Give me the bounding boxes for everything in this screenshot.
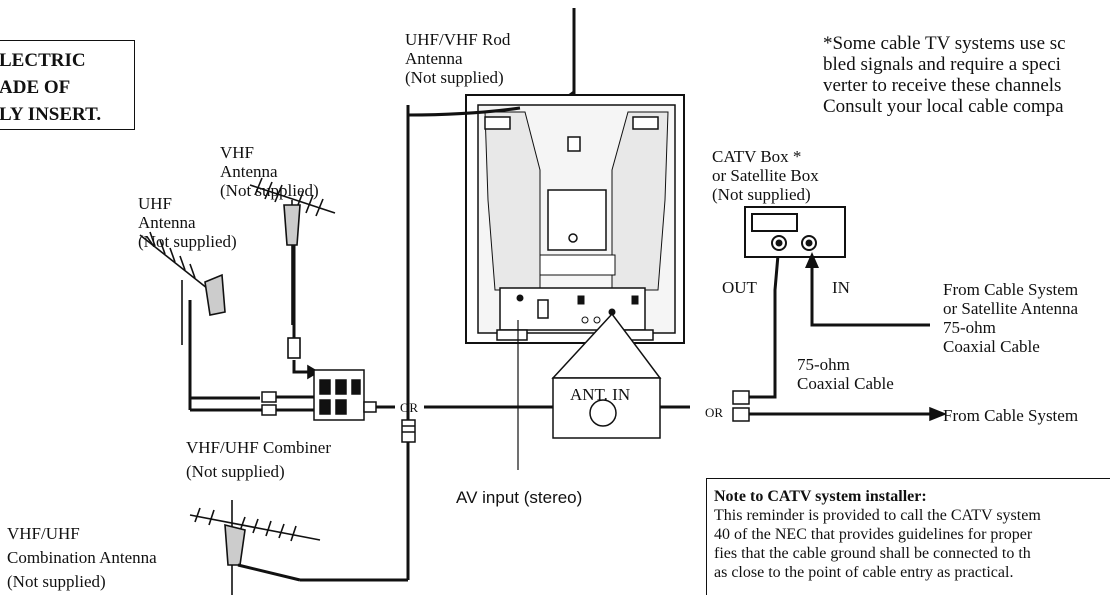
vhf-antenna-label: VHF Antenna (Not supplied) [220, 143, 319, 200]
catv-in-arrow [805, 252, 819, 268]
label-line: VHF/UHF Combiner [186, 438, 331, 457]
tv-rear-panel-icon [465, 94, 685, 344]
label-line: or Satellite Box [712, 166, 819, 185]
av-input-label: AV input (stereo) [456, 488, 583, 507]
coax-75-label: 75-ohm Coaxial Cable [797, 355, 894, 393]
note-line: *Some cable TV systems use sc [823, 33, 1066, 54]
scrambled-signal-note: *Some cable TV systems use sc bled signa… [823, 33, 1066, 117]
label-line: From Cable System [943, 280, 1079, 299]
label-line: Coaxial Cable [797, 374, 894, 393]
label-line: 75-ohm [943, 318, 996, 337]
label-line: (Not supplied) [7, 572, 106, 591]
warning-box: LECTRIC ADE OF LY INSERT. [0, 40, 135, 130]
label-line: (Not supplied) [220, 181, 319, 200]
from-cable-system-label: From Cable System [943, 406, 1079, 425]
uhf-antenna-icon [139, 231, 265, 412]
label-line: Antenna [138, 213, 196, 232]
installer-note-line: 40 of the NEC that provides guidelines f… [714, 526, 1033, 543]
warning-line: LY INSERT. [0, 104, 102, 125]
label-line: UHF/VHF Rod [405, 30, 511, 49]
label-line: VHF/UHF [7, 524, 80, 543]
label-line: (Not supplied) [186, 462, 285, 481]
in-label: IN [832, 278, 850, 297]
or-left-label: OR [400, 400, 419, 415]
rod-antenna-cable [407, 106, 521, 117]
label-line: Antenna [220, 162, 278, 181]
installer-note-title: Note to CATV system installer: [714, 488, 927, 505]
label-line: 75-ohm [797, 355, 850, 374]
catv-box-label: CATV Box * or Satellite Box (Not supplie… [712, 147, 819, 204]
label-line: Combination Antenna [7, 548, 157, 567]
label-line: VHF [220, 143, 255, 162]
coax-connectors-right [732, 390, 948, 422]
catv-in-cable [810, 265, 930, 327]
installer-note-box: Note to CATV system installer: This remi… [706, 478, 1110, 595]
rod-antenna-label: UHF/VHF Rod Antenna (Not supplied) [405, 30, 510, 87]
catv-out-cable [765, 254, 780, 399]
coax-cables [300, 105, 690, 582]
uhf-antenna-label: UHF Antenna (Not supplied) [138, 194, 237, 251]
label-line: CATV Box * [712, 147, 802, 166]
label-line: (Not supplied) [138, 232, 237, 251]
label-line: UHF [138, 194, 173, 213]
note-line: verter to receive these channels [823, 75, 1062, 96]
label-line: Antenna [405, 49, 463, 68]
or-right-label: OR [705, 405, 724, 420]
label-line: Coaxial Cable [943, 337, 1040, 356]
out-label: OUT [722, 278, 757, 297]
label-line: (Not supplied) [712, 185, 811, 204]
installer-note-line: fies that the cable ground shall be conn… [714, 545, 1031, 562]
from-cable-or-satellite-label: From Cable System or Satellite Antenna 7… [943, 280, 1078, 356]
catv-box-icon [744, 206, 846, 258]
ant-in-label: ANT. IN [570, 385, 631, 404]
combo-antenna-label: VHF/UHF Combination Antenna (Not supplie… [7, 522, 157, 594]
label-line: (Not supplied) [405, 68, 504, 87]
vhf-antenna-icon [249, 177, 336, 380]
f-connector-icon [401, 419, 416, 443]
note-line: Consult your local cable compa [823, 96, 1064, 117]
vhf-uhf-combiner-icon [261, 369, 377, 421]
note-line: bled signals and require a speci [823, 54, 1061, 75]
label-line: or Satellite Antenna [943, 299, 1079, 318]
warning-line: LECTRIC [0, 50, 86, 71]
installer-note-line: This reminder is provided to call the CA… [714, 507, 1041, 524]
installer-note-line: as close to the point of cable entry as … [714, 564, 1014, 581]
warning-line: ADE OF [0, 77, 71, 98]
combiner-label: VHF/UHF Combiner (Not supplied) [186, 436, 331, 484]
combination-antenna-icon [189, 500, 321, 595]
